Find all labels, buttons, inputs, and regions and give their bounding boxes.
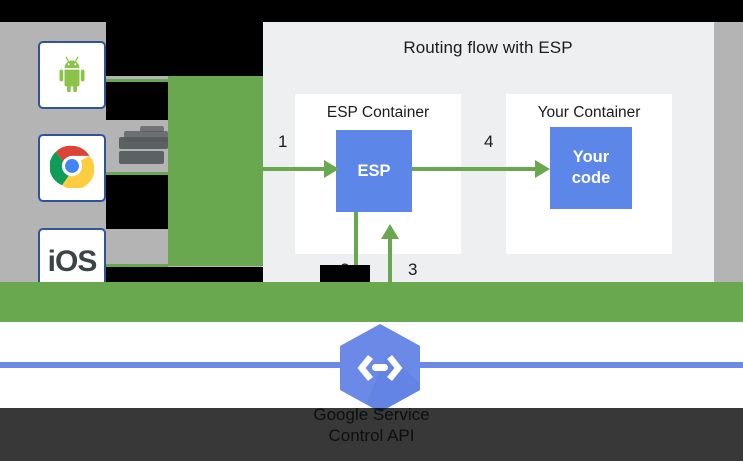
occlusion-block-8	[320, 265, 370, 287]
your-code-box-label: Your code	[571, 148, 611, 187]
occlusion-block-3	[106, 175, 168, 229]
redacted-text-3	[119, 151, 164, 164]
chrome-icon	[49, 144, 95, 193]
arrow-3-head	[381, 224, 399, 239]
esp-container-title: ESP Container	[326, 104, 430, 121]
page-title: Routing flow with ESP	[403, 38, 573, 57]
arrow-4-head	[535, 160, 550, 178]
client-line-android	[106, 79, 168, 82]
arrow-3-line	[388, 237, 392, 322]
your-code-box: Your code	[550, 127, 632, 209]
your-container-title: Your Container	[537, 104, 641, 121]
client-tile-android[interactable]	[38, 41, 106, 109]
occlusion-block-4	[106, 267, 263, 282]
occlusion-block-2	[106, 82, 168, 120]
ios-icon: iOS	[47, 245, 98, 278]
step-label-4: 4	[484, 132, 494, 151]
bottom-occlusion-overlay	[0, 408, 743, 461]
esp-box-label: ESP	[357, 161, 391, 180]
client-line-ios	[106, 264, 168, 267]
step-label-3: 3	[408, 260, 418, 279]
green-transport-band	[0, 282, 743, 322]
arrow-4-line	[412, 167, 546, 171]
redacted-text-4	[140, 126, 164, 132]
client-tile-chrome[interactable]	[38, 134, 106, 202]
google-endpoints-hexagon-icon	[336, 322, 424, 414]
client-line-chrome	[106, 172, 168, 175]
gateway-green-block	[168, 76, 263, 266]
arrow-1-head	[324, 160, 339, 178]
redacted-text-2	[119, 137, 168, 149]
right-grey-column	[714, 22, 743, 282]
step-label-1: 1	[278, 132, 288, 151]
esp-service-box: ESP	[336, 130, 412, 212]
top-occlusion-bar	[0, 0, 743, 22]
redacted-text-1	[124, 131, 168, 142]
occlusion-block-1	[106, 22, 263, 76]
android-icon	[52, 53, 92, 98]
routing-flow-panel: Routing flow with ESP ESP Container Your…	[262, 22, 714, 322]
arrow-1-line	[262, 167, 330, 171]
